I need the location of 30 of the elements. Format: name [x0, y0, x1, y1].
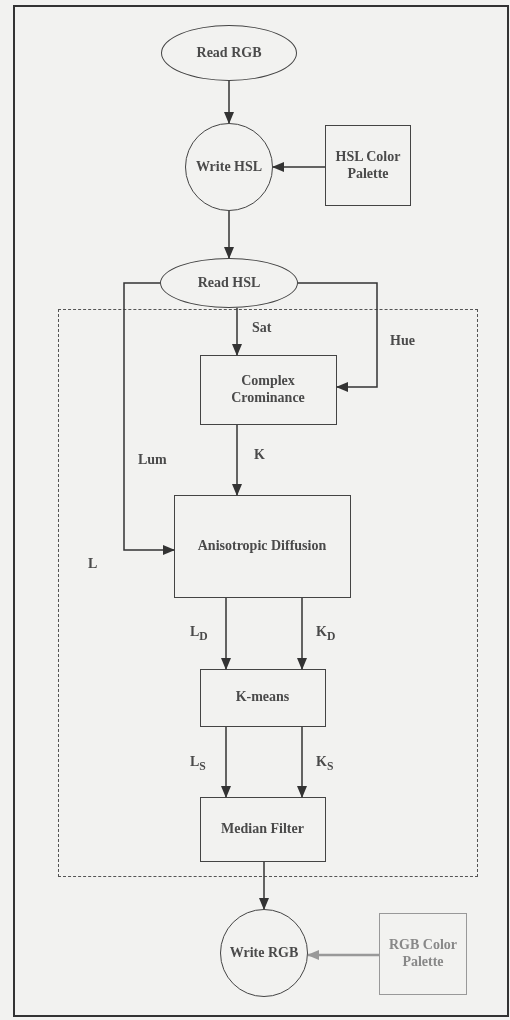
arrow: [259, 861, 269, 910]
arrow: [297, 282, 378, 392]
dashed-region: [58, 309, 478, 877]
process-box: [199, 668, 326, 727]
arrow: [297, 726, 307, 798]
process-box: [199, 796, 326, 862]
node-label: HSL Color Palette: [334, 148, 402, 183]
node-label: K-means: [234, 689, 291, 706]
arrow: [232, 307, 242, 356]
process-box: [173, 494, 351, 598]
node-label: Read HSL: [196, 274, 262, 292]
arrow: [224, 80, 234, 124]
node-label: Write HSL: [194, 158, 264, 176]
node-label: Median Filter: [220, 820, 305, 838]
node-label: RGB Color Palette: [387, 937, 459, 971]
arrow: [297, 597, 307, 670]
arrow: [232, 424, 242, 496]
process-box: [199, 354, 337, 425]
node-label: Write RGB: [228, 944, 300, 962]
arrow: [123, 282, 175, 555]
arrow: [307, 950, 379, 960]
process-box: [325, 125, 411, 206]
node-label: Read RGB: [195, 44, 263, 62]
node-label: Anisotropic Diffusion: [196, 537, 328, 555]
node-label: Complex Crominance: [230, 372, 306, 407]
arrow: [221, 597, 231, 670]
arrow: [272, 162, 326, 172]
arrow: [224, 210, 234, 259]
arrow: [221, 726, 231, 798]
process-box: [379, 913, 467, 995]
